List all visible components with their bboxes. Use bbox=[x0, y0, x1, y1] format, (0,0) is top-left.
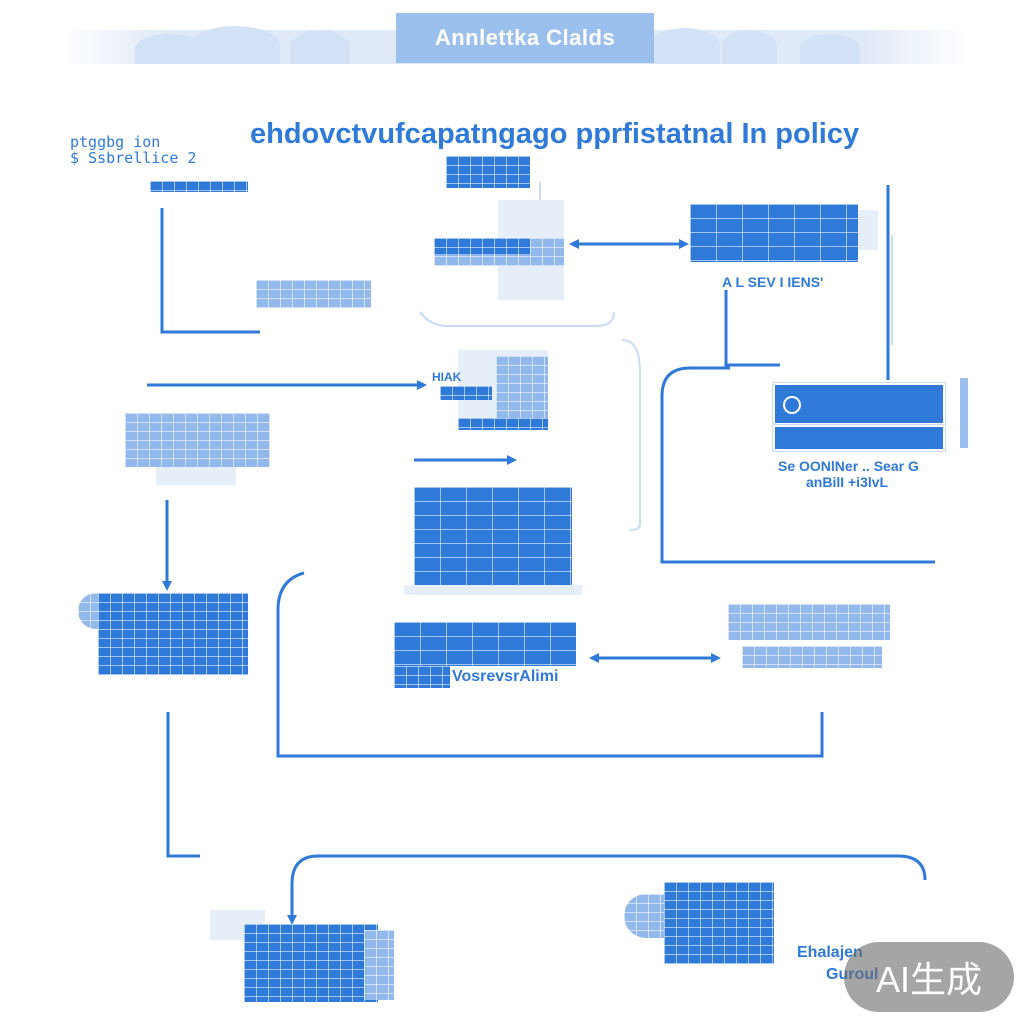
cloud-shape bbox=[290, 30, 350, 64]
module-block bbox=[690, 204, 858, 262]
module-label: A L SEV I IENS' bbox=[722, 274, 824, 290]
module-block bbox=[364, 930, 394, 1000]
module-block bbox=[394, 666, 450, 688]
module-block bbox=[244, 924, 378, 1002]
ai-generated-watermark: AI生成 bbox=[844, 942, 1014, 1012]
module-label: HIAK bbox=[432, 370, 462, 384]
side-label-line: $ Ssbrellice 2 bbox=[70, 149, 197, 167]
module-block bbox=[440, 386, 492, 400]
module-block bbox=[434, 238, 530, 254]
module-block bbox=[394, 622, 576, 666]
server-unit bbox=[773, 425, 945, 451]
module-block bbox=[414, 487, 572, 585]
module-block bbox=[125, 413, 270, 467]
module-block bbox=[728, 604, 890, 640]
server-led-icon bbox=[783, 396, 801, 414]
header-title-tab: Annlettka Clalds bbox=[396, 13, 654, 63]
module-block bbox=[742, 646, 882, 668]
server-side-bar bbox=[960, 378, 968, 448]
side-label-bar bbox=[150, 181, 248, 192]
module-block bbox=[496, 356, 548, 418]
module-block bbox=[664, 882, 774, 964]
module-label: VosrevsrAlimi bbox=[452, 668, 559, 685]
cloud-shape bbox=[190, 26, 280, 64]
module-label: Ehalajen bbox=[797, 944, 863, 961]
cloud-shape bbox=[800, 34, 860, 64]
diagram-title: ehdovctvufcapatngago pprfistatnal In pol… bbox=[250, 118, 860, 150]
module-base bbox=[404, 585, 582, 595]
module-block bbox=[458, 418, 548, 430]
cloud-shape bbox=[650, 28, 720, 64]
module-block bbox=[256, 280, 371, 308]
module-shadow bbox=[156, 467, 236, 485]
module-block bbox=[624, 894, 668, 938]
cloud-shape bbox=[722, 30, 777, 64]
server-caption: Se OONlNer .. Sear G bbox=[778, 458, 919, 474]
server-unit bbox=[773, 383, 945, 425]
side-label-line: ptggbg ion bbox=[70, 133, 161, 151]
side-label: ptggbg ion $ Ssbrellice 2 bbox=[70, 134, 260, 166]
module-block bbox=[98, 593, 248, 675]
server-caption: anBilI +i3lvL bbox=[806, 474, 889, 490]
module-block bbox=[446, 156, 530, 188]
